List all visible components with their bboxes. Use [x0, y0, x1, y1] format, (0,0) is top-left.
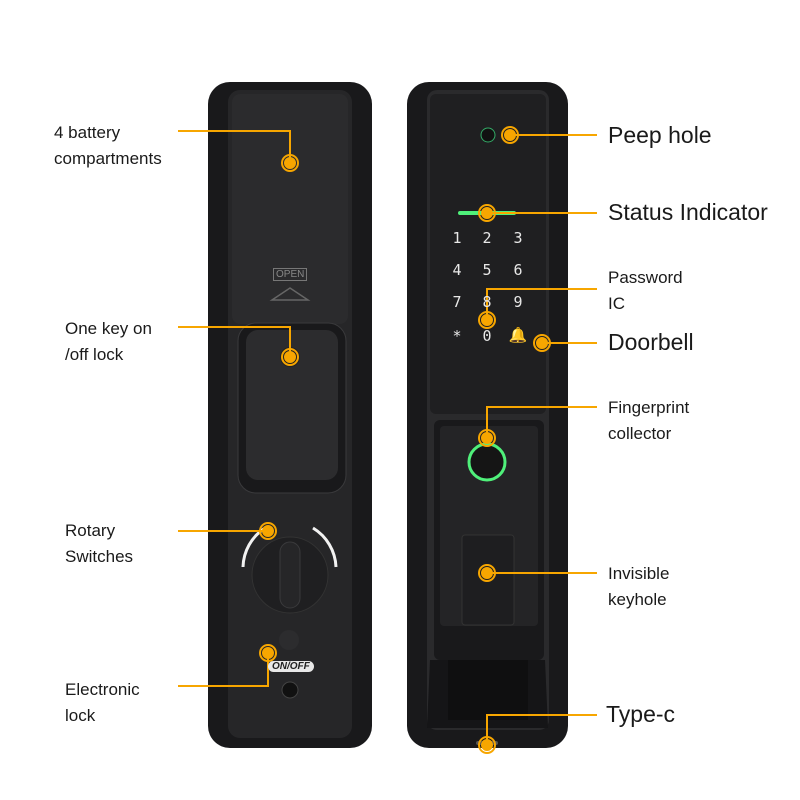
label-line: Password [608, 268, 683, 287]
key-3[interactable]: 3 [513, 229, 523, 247]
key-4[interactable]: 4 [452, 261, 462, 279]
label-status-indicator: Status Indicator [608, 199, 768, 225]
label-battery: 4 battery compartments [54, 120, 162, 172]
dot-rotary [262, 525, 274, 537]
label-line: collector [608, 424, 672, 443]
key-9[interactable]: 9 [513, 293, 523, 311]
label-line: Fingerprint [608, 398, 690, 417]
label-line: lock [65, 706, 96, 725]
callout-lines [178, 130, 597, 745]
label-line: Electronic [65, 680, 140, 699]
label-line: /off lock [65, 345, 124, 364]
label-fingerprint: Fingerprint collector [608, 395, 689, 447]
key-7[interactable]: 7 [452, 293, 462, 311]
dot-status [481, 207, 493, 219]
back-panel [208, 82, 372, 748]
label-line: One key on [65, 319, 152, 338]
label-password: Password IC [608, 265, 683, 317]
key-1[interactable]: 1 [452, 229, 462, 247]
label-line: Switches [65, 547, 134, 566]
label-electronic: Electronic lock [65, 677, 140, 729]
label-line: Invisible [608, 564, 670, 583]
label-line: 4 battery [54, 123, 121, 142]
label-line: IC [608, 294, 625, 313]
label-doorbell: Doorbell [608, 329, 694, 355]
label-line: compartments [54, 149, 162, 168]
label-line: Rotary [65, 521, 116, 540]
doorbell-icon[interactable]: 🔔 [508, 326, 528, 344]
dot-onekey [284, 351, 296, 363]
key-star[interactable]: * [452, 327, 462, 345]
label-typec: Type-c [606, 701, 676, 727]
open-label: OPEN [273, 268, 308, 281]
label-line: keyhole [608, 590, 667, 609]
dot-typec [481, 739, 493, 751]
label-rotary: Rotary Switches [65, 518, 133, 570]
key-0[interactable]: 0 [482, 327, 492, 345]
key-2[interactable]: 2 [482, 229, 492, 247]
key-6[interactable]: 6 [513, 261, 523, 279]
dot-password [481, 314, 493, 326]
key-5[interactable]: 5 [482, 261, 492, 279]
dot-doorbell [536, 337, 548, 349]
dot-fingerprint [481, 432, 493, 444]
label-peep-hole: Peep hole [608, 122, 712, 148]
label-keyhole: Invisible keyhole [608, 561, 669, 613]
dot-keyhole [481, 567, 493, 579]
key-8[interactable]: 8 [482, 293, 492, 311]
callout-dots [259, 126, 551, 754]
dot-battery [284, 157, 296, 169]
label-onekey: One key on /off lock [65, 316, 152, 368]
dot-electronic [262, 647, 274, 659]
dot-peephole [504, 129, 516, 141]
onoff-label: ON/OFF [268, 661, 314, 672]
